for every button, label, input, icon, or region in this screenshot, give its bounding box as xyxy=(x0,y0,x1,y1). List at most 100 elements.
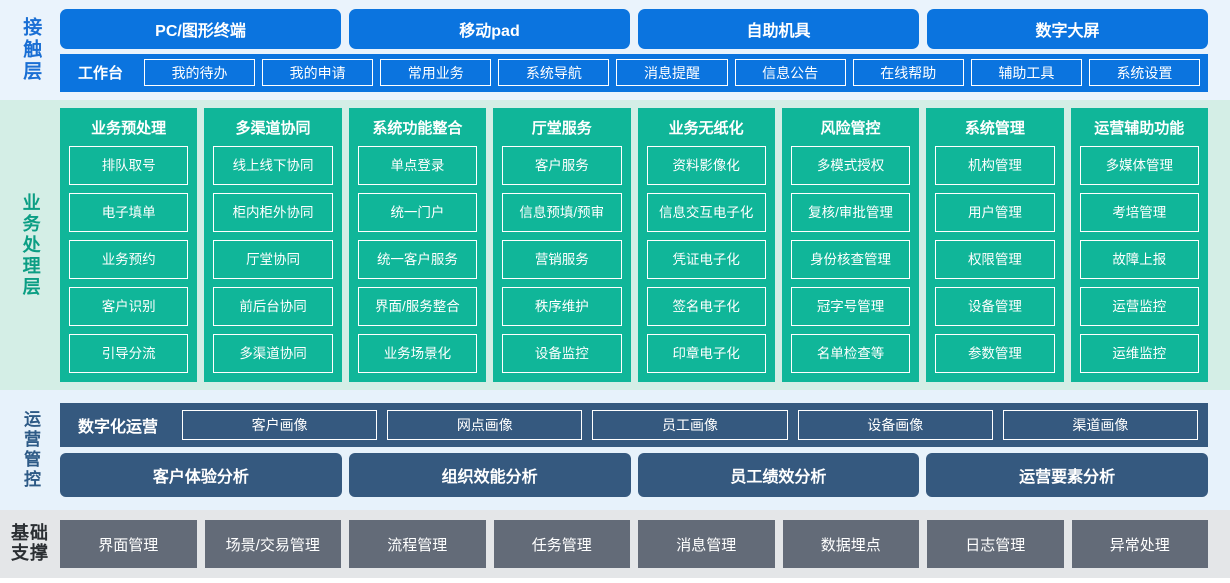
operations-layer-label: 运营管控 xyxy=(0,390,60,510)
channel-mobile-pad[interactable]: 移动pad xyxy=(349,8,630,49)
analysis-item-customer-experience[interactable]: 客户体验分析 xyxy=(60,453,342,497)
business-item-front-back-sync[interactable]: 前后台协同 xyxy=(213,287,333,326)
workbench-item-common-business[interactable]: 常用业务 xyxy=(380,59,492,86)
channel-self-service[interactable]: 自助机具 xyxy=(638,8,919,49)
business-item-user-management[interactable]: 用户管理 xyxy=(935,193,1055,232)
business-item-device-management[interactable]: 设备管理 xyxy=(935,287,1055,326)
business-column-title: 系统功能整合 xyxy=(372,120,463,137)
contact-layer-band: 接触层 PC/图形终端 移动pad 自助机具 数字大屏 工作台 我的待办 我的申… xyxy=(0,0,1230,100)
business-item-operation-monitoring[interactable]: 运营监控 xyxy=(1079,287,1199,326)
foundation-item-log-management[interactable]: 日志管理 xyxy=(927,520,1064,568)
business-item-marketing-service[interactable]: 营销服务 xyxy=(502,240,622,279)
business-item-signature-electronic[interactable]: 签名电子化 xyxy=(646,287,766,326)
portrait-item-customer[interactable]: 客户画像 xyxy=(182,410,378,440)
operations-layer-band: 运营管控 数字化运营 客户画像 网点画像 员工画像 设备画像 渠道画像 客户体验… xyxy=(0,390,1230,510)
business-column-risk-control: 风险管控 多模式授权 复核/审批管理 身份核查管理 冠字号管理 名单检查等 xyxy=(781,108,920,382)
business-item-multimode-authorization[interactable]: 多模式授权 xyxy=(790,146,911,185)
business-item-multichannel-sync[interactable]: 多渠道协同 xyxy=(213,334,333,373)
operations-layer-label-text: 运营管控 xyxy=(21,410,41,490)
business-column-preprocess: 业务预处理 排队取号 电子填单 业务预约 客户识别 引导分流 xyxy=(60,108,198,382)
business-item-ui-service-integration[interactable]: 界面/服务整合 xyxy=(357,287,478,326)
business-item-serial-number-management[interactable]: 冠字号管理 xyxy=(790,287,911,326)
business-item-permission-management[interactable]: 权限管理 xyxy=(935,240,1055,279)
contact-layer-label: 接触层 xyxy=(0,6,60,94)
foundation-layer-label-line2: 支撑 xyxy=(11,543,49,563)
business-column-ops-support: 运营辅助功能 多媒体管理 考培管理 故障上报 运营监控 运维监控 xyxy=(1070,108,1208,382)
business-column-items: 机构管理 用户管理 权限管理 设备管理 参数管理 xyxy=(935,146,1055,373)
business-item-multimedia-management[interactable]: 多媒体管理 xyxy=(1079,146,1199,185)
business-item-identity-verification[interactable]: 身份核查管理 xyxy=(790,240,911,279)
operations-layer-body: 数字化运营 客户画像 网点画像 员工画像 设备画像 渠道画像 客户体验分析 组织… xyxy=(60,390,1230,510)
analysis-item-org-efficiency[interactable]: 组织效能分析 xyxy=(348,453,631,497)
business-column-items: 单点登录 统一门户 统一客户服务 界面/服务整合 业务场景化 xyxy=(357,146,478,373)
business-column-items: 排队取号 电子填单 业务预约 客户识别 引导分流 xyxy=(69,146,189,373)
business-item-training-management[interactable]: 考培管理 xyxy=(1079,193,1199,232)
analysis-item-operation-factors[interactable]: 运营要素分析 xyxy=(926,453,1208,497)
business-column-title: 厅堂服务 xyxy=(531,120,592,137)
business-item-prefill-prereview[interactable]: 信息预填/预审 xyxy=(502,193,622,232)
portrait-item-device[interactable]: 设备画像 xyxy=(797,410,993,440)
business-item-watchlist-check[interactable]: 名单检查等 xyxy=(790,334,911,373)
foundation-item-process-management[interactable]: 流程管理 xyxy=(349,520,486,568)
business-item-single-sign-on[interactable]: 单点登录 xyxy=(357,146,478,185)
business-column-items: 客户服务 信息预填/预审 营销服务 秩序维护 设备监控 xyxy=(502,146,622,373)
business-item-customer-recognition[interactable]: 客户识别 xyxy=(69,287,189,326)
business-layer-band: 业务处理层 业务预处理 排队取号 电子填单 业务预约 客户识别 引导分流 多渠道… xyxy=(0,100,1230,390)
foundation-item-task-management[interactable]: 任务管理 xyxy=(493,520,630,568)
workbench-item-online-help[interactable]: 在线帮助 xyxy=(852,59,964,86)
business-item-voucher-electronic[interactable]: 凭证电子化 xyxy=(646,240,766,279)
business-item-order-maintenance[interactable]: 秩序维护 xyxy=(502,287,622,326)
foundation-item-scenario-transaction-management[interactable]: 场景/交易管理 xyxy=(204,520,341,568)
analysis-item-employee-performance[interactable]: 员工绩效分析 xyxy=(637,453,920,497)
business-item-document-imaging[interactable]: 资料影像化 xyxy=(646,146,766,185)
foundation-item-message-management[interactable]: 消息管理 xyxy=(638,520,775,568)
workbench-item-my-todo[interactable]: 我的待办 xyxy=(144,59,256,86)
business-item-seal-electronic[interactable]: 印章电子化 xyxy=(646,334,766,373)
business-item-appointment[interactable]: 业务预约 xyxy=(69,240,189,279)
digital-operations-title: 数字化运营 xyxy=(78,419,159,436)
workbench-item-aux-tools[interactable]: 辅助工具 xyxy=(970,59,1082,86)
business-column-title: 风险管控 xyxy=(820,120,881,137)
analysis-row: 客户体验分析 组织效能分析 员工绩效分析 运营要素分析 xyxy=(60,453,1208,497)
business-item-lobby-sync[interactable]: 厅堂协同 xyxy=(213,240,333,279)
workbench-item-system-settings[interactable]: 系统设置 xyxy=(1088,59,1200,86)
foundation-layer-band: 基础 支撑 界面管理 场景/交易管理 流程管理 任务管理 消息管理 数据埋点 日… xyxy=(0,510,1230,578)
channel-pc[interactable]: PC/图形终端 xyxy=(60,8,341,49)
business-layer-label: 业务处理层 xyxy=(0,100,60,390)
business-item-queue-number[interactable]: 排队取号 xyxy=(69,146,189,185)
business-item-business-scenario[interactable]: 业务场景化 xyxy=(357,334,478,373)
workbench-item-announcement[interactable]: 信息公告 xyxy=(734,59,846,86)
business-item-unified-customer-service[interactable]: 统一客户服务 xyxy=(357,240,478,279)
foundation-layer-body: 界面管理 场景/交易管理 流程管理 任务管理 消息管理 数据埋点 日志管理 异常… xyxy=(60,510,1230,578)
business-column-title: 运营辅助功能 xyxy=(1094,120,1185,137)
contact-layer-label-text: 接触层 xyxy=(20,17,42,83)
portrait-item-channel[interactable]: 渠道画像 xyxy=(1002,410,1199,440)
foundation-item-data-tracking[interactable]: 数据埋点 xyxy=(782,520,919,568)
business-layer-body: 业务预处理 排队取号 电子填单 业务预约 客户识别 引导分流 多渠道协同 线上线… xyxy=(60,100,1230,390)
business-item-online-offline-sync[interactable]: 线上线下协同 xyxy=(213,146,333,185)
business-item-fault-reporting[interactable]: 故障上报 xyxy=(1079,240,1199,279)
business-item-maintenance-monitoring[interactable]: 运维监控 xyxy=(1079,334,1199,373)
workbench-row: 工作台 我的待办 我的申请 常用业务 系统导航 消息提醒 信息公告 在线帮助 辅… xyxy=(60,53,1208,92)
business-item-org-management[interactable]: 机构管理 xyxy=(935,146,1055,185)
business-item-e-form[interactable]: 电子填单 xyxy=(69,193,189,232)
portrait-item-branch[interactable]: 网点画像 xyxy=(387,410,583,440)
business-item-guidance-routing[interactable]: 引导分流 xyxy=(69,334,189,373)
business-item-device-monitoring[interactable]: 设备监控 xyxy=(502,334,622,373)
business-item-parameter-management[interactable]: 参数管理 xyxy=(935,334,1055,373)
foundation-item-ui-management[interactable]: 界面管理 xyxy=(60,520,197,568)
business-item-info-exchange-electronic[interactable]: 信息交互电子化 xyxy=(646,193,766,232)
portrait-item-employee[interactable]: 员工画像 xyxy=(592,410,788,440)
business-item-counter-sync[interactable]: 柜内柜外协同 xyxy=(213,193,333,232)
business-item-unified-portal[interactable]: 统一门户 xyxy=(357,193,478,232)
foundation-item-exception-handling[interactable]: 异常处理 xyxy=(1071,520,1208,568)
workbench-title: 工作台 xyxy=(78,65,124,82)
business-column-lobby-service: 厅堂服务 客户服务 信息预填/预审 营销服务 秩序维护 设备监控 xyxy=(493,108,631,382)
business-item-customer-service[interactable]: 客户服务 xyxy=(502,146,622,185)
business-item-review-approval[interactable]: 复核/审批管理 xyxy=(790,193,911,232)
workbench-item-my-application[interactable]: 我的申请 xyxy=(262,59,374,86)
workbench-item-system-navigation[interactable]: 系统导航 xyxy=(498,59,610,86)
channel-digital-screen[interactable]: 数字大屏 xyxy=(927,8,1208,49)
workbench-item-message-alert[interactable]: 消息提醒 xyxy=(616,59,728,86)
